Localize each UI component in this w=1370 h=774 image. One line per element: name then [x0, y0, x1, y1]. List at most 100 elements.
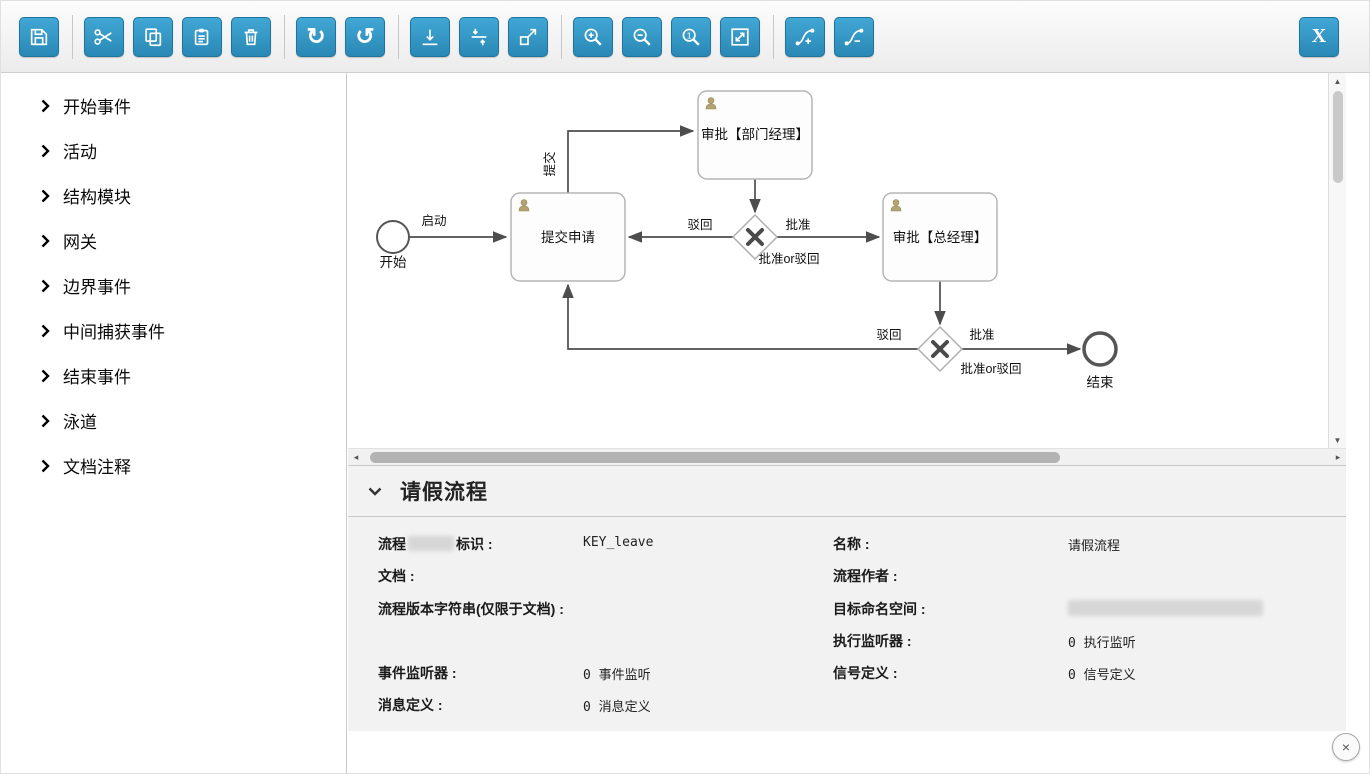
toolbar: ↻ ↺	[1, 1, 1369, 73]
field-value-execution-listeners[interactable]: 0 执行监听	[1068, 635, 1136, 651]
field-label-message-definitions: 消息定义 :	[378, 697, 443, 714]
palette-item-label: 结构模块	[63, 188, 131, 207]
zoom-actual-button[interactable]: 1	[671, 16, 711, 57]
add-bendpoint-button[interactable]	[785, 16, 825, 57]
palette-item-swimlanes[interactable]: 泳道	[1, 398, 346, 443]
sequence-flow-submit-to-dept-manager[interactable]	[567, 125, 695, 193]
diagram-canvas[interactable]: 启动 提交 驳回 批准 批准or驳回 驳回 批准 批准or驳回 开始 提交申请	[348, 73, 1328, 448]
undo-button[interactable]: ↺	[345, 16, 385, 57]
collapse-properties-button[interactable]	[364, 483, 386, 500]
field-label-process-key: 流程标识 :	[378, 534, 583, 554]
zoom-fit-icon	[731, 27, 749, 46]
zoom-fit-button[interactable]	[720, 16, 760, 57]
field-value-message-definitions[interactable]: 0 消息定义	[583, 700, 651, 716]
flow-label: 驳回	[687, 218, 712, 232]
palette-item-gateways[interactable]: 网关	[1, 218, 346, 263]
paste-button[interactable]	[182, 16, 222, 57]
palette-item-end-events[interactable]: 结束事件	[1, 353, 346, 398]
gateway-x-mark	[746, 228, 764, 246]
canvas-horizontal-scrollbar[interactable]: ◂ ▸	[348, 448, 1346, 465]
remove-bendpoint-button[interactable]	[834, 16, 874, 57]
chevron-right-icon	[41, 324, 50, 337]
palette-item-label: 开始事件	[63, 98, 131, 117]
cut-button[interactable]	[84, 16, 124, 57]
field-value-process-key[interactable]: KEY_leave	[583, 535, 654, 550]
scroll-left-arrow[interactable]: ◂	[353, 451, 359, 462]
resize-icon	[519, 28, 537, 45]
palette-item-start-events[interactable]: 开始事件	[1, 83, 346, 128]
field-value-event-listeners[interactable]: 0 事件监听	[583, 668, 651, 684]
close-window-button[interactable]: ×	[1332, 733, 1360, 761]
toolbar-divider	[284, 14, 285, 59]
end-event-node[interactable]: 结束	[1082, 331, 1118, 390]
save-button[interactable]	[19, 16, 59, 57]
redacted-region	[1068, 599, 1263, 616]
close-designer-button[interactable]: X	[1299, 16, 1339, 57]
redo-button[interactable]: ↻	[296, 16, 336, 57]
user-task-general-manager[interactable]: 审批【总经理】	[882, 192, 998, 282]
palette-item-label: 文档注释	[63, 458, 131, 477]
horizontal-scroll-track[interactable]	[364, 451, 1330, 463]
delete-button[interactable]	[231, 16, 271, 57]
zoom-out-button[interactable]	[622, 16, 662, 57]
exclusive-gateway-2[interactable]	[916, 325, 964, 373]
field-value-author[interactable]	[1068, 566, 1326, 567]
toolbar-divider	[561, 14, 562, 59]
trash-icon	[244, 28, 258, 45]
scroll-down-arrow[interactable]: ▼	[1333, 435, 1342, 445]
flow-label: 批准	[969, 327, 994, 342]
copy-button[interactable]	[133, 16, 173, 57]
flow-label: 批准	[785, 217, 810, 232]
field-value-version-string[interactable]	[583, 599, 833, 600]
field-value-namespace[interactable]	[1068, 599, 1326, 618]
toolbar-divider	[773, 14, 774, 59]
palette-item-intermediate-catching-events[interactable]: 中间捕获事件	[1, 308, 346, 353]
chevron-right-icon	[41, 414, 50, 427]
user-icon	[518, 199, 530, 212]
start-event-node[interactable]: 开始	[376, 220, 410, 270]
copy-icon	[145, 27, 162, 46]
field-label-documentation: 文档 :	[378, 568, 415, 585]
gateway-caption: 批准or驳回	[758, 251, 819, 266]
chevron-right-icon	[41, 189, 50, 202]
zoom-in-button[interactable]	[573, 16, 613, 57]
scroll-right-arrow[interactable]: ▸	[1335, 451, 1341, 462]
field-label-execution-listeners: 执行监听器 :	[833, 632, 912, 649]
palette-item-activities[interactable]: 活动	[1, 128, 346, 173]
field-value-name[interactable]: 请假流程	[1068, 539, 1121, 554]
user-task-submit[interactable]: 提交申请	[510, 192, 626, 282]
palette-item-structural[interactable]: 结构模块	[1, 173, 346, 218]
paste-icon	[194, 28, 209, 45]
field-value-documentation[interactable]	[583, 566, 833, 567]
vertical-scroll-thumb[interactable]	[1332, 91, 1343, 183]
process-title: 请假流程	[400, 481, 488, 504]
redacted-region	[408, 536, 454, 551]
horizontal-scroll-thumb[interactable]	[370, 451, 1060, 463]
align-center-button[interactable]	[459, 16, 499, 57]
zoom-actual-icon: 1	[682, 28, 700, 46]
scroll-up-arrow[interactable]: ▲	[1333, 76, 1342, 86]
chevron-down-icon	[368, 487, 382, 496]
palette-item-label: 中间捕获事件	[63, 323, 165, 342]
exclusive-gateway-1[interactable]	[731, 213, 779, 261]
align-bottom-button[interactable]	[410, 16, 450, 57]
chevron-right-icon	[41, 279, 50, 292]
resize-button[interactable]	[508, 16, 548, 57]
properties-header: 请假流程	[348, 466, 1346, 517]
palette-item-boundary-events[interactable]: 边界事件	[1, 263, 346, 308]
field-value-signal-definitions[interactable]: 0 信号定义	[1068, 668, 1136, 684]
node-label: 开始	[380, 255, 407, 270]
zoom-in-icon	[584, 28, 602, 46]
scissors-icon	[94, 28, 112, 45]
node-label: 审批【部门经理】	[701, 127, 809, 142]
align-bottom-icon	[422, 29, 438, 45]
palette-item-label: 泳道	[63, 413, 97, 432]
canvas-vertical-scrollbar[interactable]: ▲ ▼	[1328, 73, 1346, 448]
chevron-right-icon	[41, 234, 50, 247]
sequence-flow-gateway2-reject[interactable]	[562, 283, 918, 350]
flow-label: 驳回	[876, 328, 901, 342]
chevron-right-icon	[41, 99, 50, 112]
user-task-dept-manager[interactable]: 审批【部门经理】	[697, 90, 813, 180]
palette-item-annotations[interactable]: 文档注释	[1, 443, 346, 488]
